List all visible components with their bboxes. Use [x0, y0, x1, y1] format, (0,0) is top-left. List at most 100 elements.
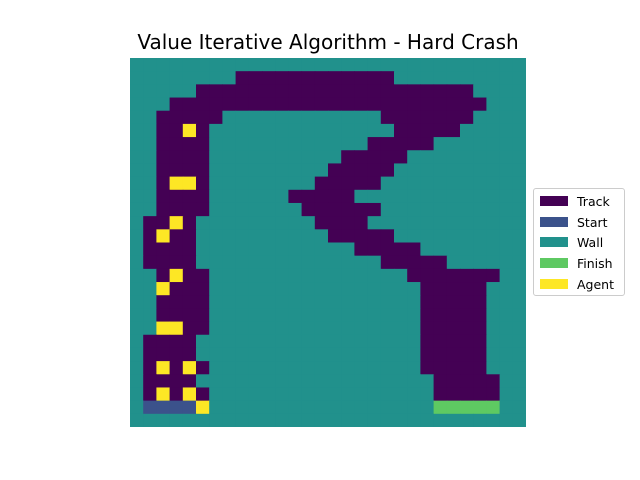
wall-cell — [473, 123, 487, 138]
track-cell — [433, 308, 448, 323]
track-cell — [354, 84, 369, 99]
track-cell — [235, 84, 250, 99]
wall-cell — [354, 361, 369, 375]
wall-cell — [209, 229, 223, 243]
wall-cell — [499, 400, 514, 415]
wall-cell — [354, 295, 369, 309]
wall-cell — [301, 255, 316, 270]
wall-cell — [486, 308, 501, 323]
track-cell — [420, 84, 435, 99]
wall-cell — [341, 400, 355, 415]
wall-cell — [367, 334, 382, 349]
wall-cell — [512, 137, 526, 151]
wall-cell — [235, 387, 250, 402]
track-cell — [433, 123, 448, 138]
track-cell — [446, 295, 461, 309]
track-cell — [446, 321, 461, 336]
wall-cell — [275, 123, 289, 138]
track-cell — [341, 216, 355, 230]
wall-cell — [446, 137, 461, 151]
legend-swatch-wall — [540, 237, 568, 247]
wall-cell — [288, 110, 303, 125]
track-cell — [156, 334, 171, 349]
wall-cell — [486, 282, 501, 296]
track-cell — [182, 110, 197, 125]
track-cell — [169, 347, 184, 362]
track-cell — [156, 189, 171, 204]
wall-cell — [314, 308, 329, 323]
legend-item-agent: Agent — [540, 276, 614, 292]
wall-cell — [367, 268, 382, 283]
wall-cell — [130, 361, 144, 375]
wall-cell — [235, 189, 250, 204]
wall-cell — [433, 137, 448, 151]
track-cell — [407, 137, 421, 151]
wall-cell — [354, 137, 369, 151]
track-cell — [367, 137, 382, 151]
wall-cell — [209, 321, 223, 336]
wall-cell — [301, 308, 316, 323]
track-cell — [407, 242, 421, 257]
track-cell — [196, 163, 210, 178]
wall-cell — [248, 137, 263, 151]
wall-cell — [288, 216, 303, 230]
wall-cell — [394, 216, 408, 230]
wall-cell — [209, 255, 223, 270]
track-cell — [486, 268, 501, 283]
wall-cell — [394, 71, 408, 85]
wall-cell — [341, 387, 355, 402]
wall-cell — [314, 163, 329, 178]
track-cell — [380, 110, 395, 125]
wall-cell — [341, 374, 355, 388]
wall-cell — [512, 387, 526, 402]
wall-cell — [512, 123, 526, 138]
wall-cell — [367, 347, 382, 362]
wall-cell — [288, 374, 303, 388]
wall-cell — [235, 413, 250, 427]
track-cell — [341, 71, 355, 85]
track-cell — [182, 334, 197, 349]
wall-cell — [262, 282, 276, 296]
wall-cell — [275, 176, 289, 191]
wall-cell — [248, 282, 263, 296]
wall-cell — [328, 295, 342, 309]
wall-cell — [499, 413, 514, 427]
track-cell — [460, 321, 474, 336]
track-cell — [182, 202, 197, 217]
track-cell — [433, 374, 448, 388]
wall-cell — [275, 400, 289, 415]
wall-cell — [275, 374, 289, 388]
wall-cell — [235, 255, 250, 270]
track-cell — [328, 229, 342, 243]
wall-cell — [209, 163, 223, 178]
wall-cell — [420, 189, 435, 204]
wall-cell — [301, 334, 316, 349]
wall-cell — [222, 295, 237, 309]
wall-cell — [394, 202, 408, 217]
wall-cell — [262, 308, 276, 323]
track-cell — [314, 71, 329, 85]
wall-cell — [143, 282, 157, 296]
wall-cell — [314, 334, 329, 349]
wall-cell — [209, 189, 223, 204]
wall-cell — [433, 71, 448, 85]
wall-cell — [262, 413, 276, 427]
wall-cell — [222, 150, 237, 164]
wall-cell — [420, 202, 435, 217]
wall-cell — [407, 229, 421, 243]
track-cell — [314, 189, 329, 204]
wall-cell — [407, 374, 421, 388]
wall-cell — [262, 321, 276, 336]
wall-cell — [248, 334, 263, 349]
track-cell — [196, 282, 210, 296]
track-cell — [446, 97, 461, 112]
wall-cell — [407, 413, 421, 427]
track-cell — [433, 295, 448, 309]
track-cell — [209, 84, 223, 99]
wall-cell — [222, 321, 237, 336]
wall-cell — [341, 268, 355, 283]
wall-cell — [262, 216, 276, 230]
track-cell — [182, 295, 197, 309]
track-cell — [354, 229, 369, 243]
wall-cell — [512, 413, 526, 427]
